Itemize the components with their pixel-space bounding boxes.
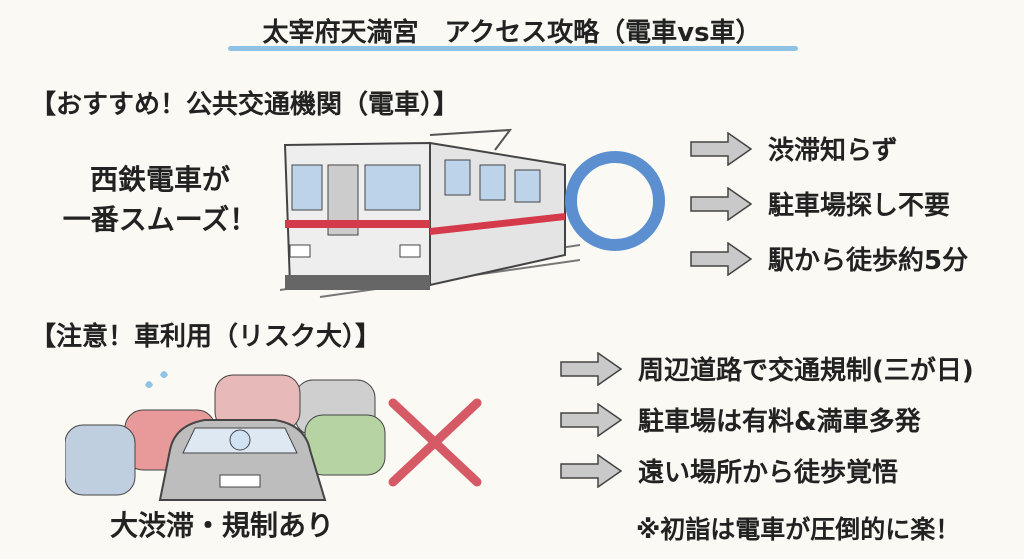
right-arrow-icon bbox=[690, 241, 752, 276]
train-benefits-list: 渋滞知らず 駐車場探し不要 駅から徒歩約5分 bbox=[690, 130, 968, 277]
train-illustration bbox=[280, 128, 580, 298]
bad-cross-mark bbox=[388, 398, 482, 487]
train-caption-line2: 一番スムーズ！ bbox=[62, 203, 258, 236]
car-drawbacks-list: 周辺道路で交通規制(三が日) 駐車場は有料&満車多発 遠い場所から徒歩覚悟 bbox=[560, 350, 974, 489]
drawback-item: 遠い場所から徒歩覚悟 bbox=[560, 452, 974, 489]
page-title: 太宰府天満宮 アクセス攻略（電車vs車） bbox=[262, 18, 762, 48]
title-underline bbox=[228, 46, 798, 51]
benefit-item: 駅から徒歩約5分 bbox=[690, 240, 968, 277]
good-circle-mark bbox=[565, 151, 665, 251]
right-arrow-icon bbox=[560, 402, 622, 437]
benefit-item: 駐車場探し不要 bbox=[690, 185, 968, 222]
drawback-item: 周辺道路で交通規制(三が日) bbox=[560, 350, 974, 387]
benefit-item: 渋滞知らず bbox=[690, 130, 968, 167]
footnote: ※初詣は電車が圧倒的に楽！ bbox=[636, 515, 961, 544]
drawback-text: 周辺道路で交通規制(三が日) bbox=[638, 356, 974, 386]
train-caption: 西鉄電車が 一番スムーズ！ bbox=[60, 160, 260, 240]
benefit-text: 渋滞知らず bbox=[768, 136, 898, 166]
benefit-text: 駅から徒歩約5分 bbox=[768, 246, 969, 276]
right-arrow-icon bbox=[690, 131, 752, 166]
right-arrow-icon bbox=[560, 351, 622, 386]
train-section-heading: 【おすすめ！公共交通機関（電車）】 bbox=[30, 90, 460, 120]
traffic-jam-illustration bbox=[65, 371, 386, 501]
drawback-item: 駐車場は有料&満車多発 bbox=[560, 401, 974, 438]
car-caption: 大渋滞・規制あり bbox=[110, 509, 335, 542]
drawback-text: 駐車場は有料&満車多発 bbox=[638, 407, 921, 437]
right-arrow-icon bbox=[690, 186, 752, 221]
drawback-text: 遠い場所から徒歩覚悟 bbox=[638, 458, 899, 488]
train-caption-line1: 西鉄電車が bbox=[89, 163, 230, 196]
car-section-heading: 【注意！車利用（リスク大）】 bbox=[30, 322, 382, 352]
right-arrow-icon bbox=[560, 453, 622, 488]
benefit-text: 駐車場探し不要 bbox=[768, 191, 951, 221]
